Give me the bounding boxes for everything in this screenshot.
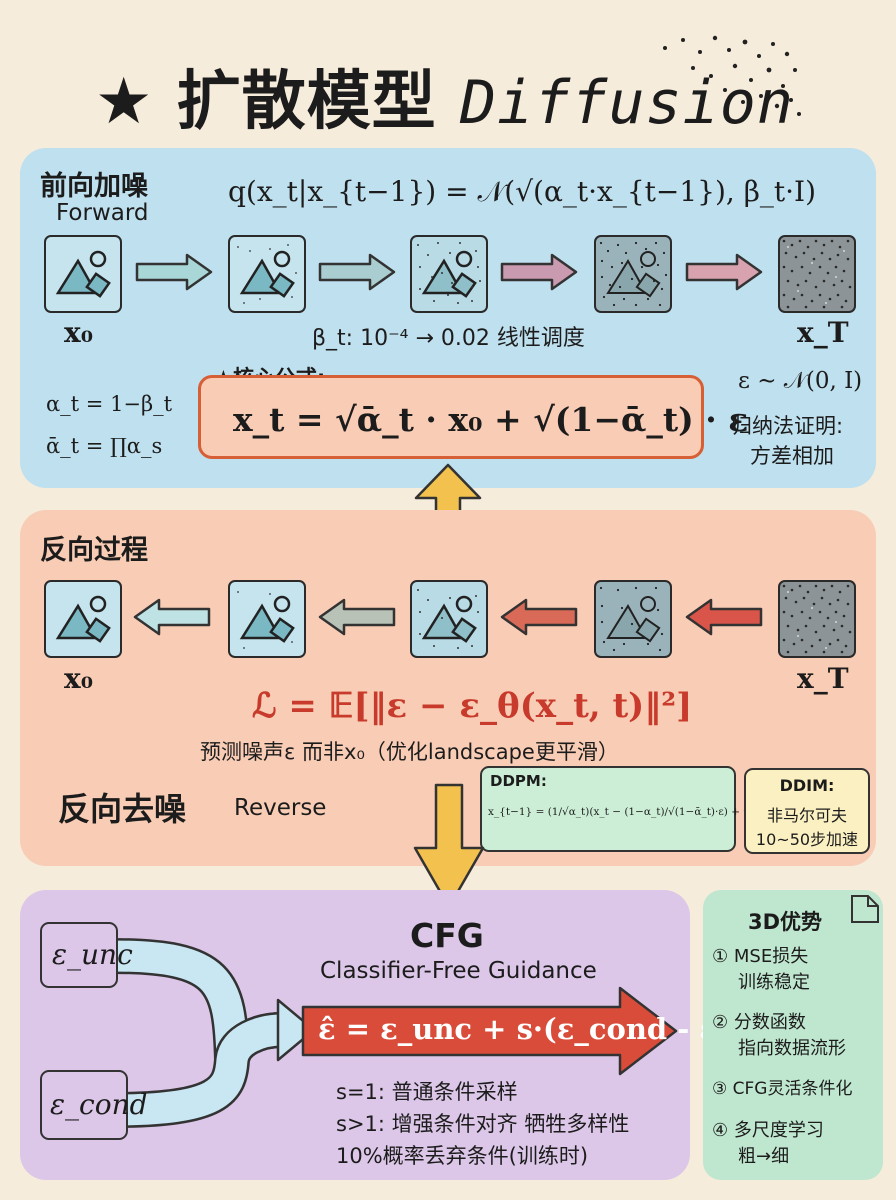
rev-tile-noise2: [410, 580, 488, 658]
down-arrow-icon: [413, 783, 485, 909]
forward-heading: 前向加噪: [40, 171, 148, 202]
ddpm-formula: x_{t−1} = (1/√α_t)(x_t − (1−α_t)/√(1−ᾱ_t…: [488, 806, 775, 818]
rev-tile-x0: [44, 580, 122, 658]
advantage-num-3: ③: [712, 1079, 728, 1099]
label-x0-forward: x₀: [64, 316, 93, 349]
epsilon-distribution: ε ∼ 𝒩(0, I): [738, 368, 863, 394]
advantage-item-3: ③ CFG灵活条件化: [712, 1076, 852, 1102]
ddim-label: DDIM:: [779, 776, 835, 795]
advantage-text-3a: CFG灵活条件化: [732, 1079, 853, 1099]
loss-formula: ℒ = 𝔼[‖ε − ε_θ(x_t, t)‖²]: [252, 686, 693, 726]
advantages-title: 3D优势: [748, 910, 823, 934]
advantage-item-2: ② 分数函数 指向数据流形: [712, 1010, 846, 1062]
advantage-num-2: ②: [712, 1012, 729, 1033]
advantage-text-1a: MSE损失: [733, 946, 809, 967]
image-tile-x0: [44, 235, 122, 313]
ddpm-label: DDPM:: [490, 772, 547, 790]
advantages-panel: [703, 890, 883, 1180]
rev-tile-noise3: [594, 580, 672, 658]
cfg-drop: 10%概率丢弃条件(训练时): [336, 1144, 589, 1168]
title-cn: 扩散模型: [176, 65, 437, 139]
ddpm-box: DDPM: x_{t−1} = (1/√α_t)(x_t − (1−α_t)/√…: [480, 766, 774, 852]
variance-add: 方差相加: [750, 444, 834, 468]
advantage-num-1: ①: [712, 946, 729, 967]
merge-arrow-icon: [111, 938, 316, 1128]
cfg-big-arrow: [301, 986, 678, 1076]
image-tile-noise1: [228, 235, 306, 313]
cfg-s2: s>1: 增强条件对齐 牺牲多样性: [336, 1112, 630, 1136]
predict-noise-note: 预测噪声ε 而非x₀（优化landscape更平滑）: [200, 740, 619, 764]
reverse-title-cn: 反向去噪: [58, 790, 187, 828]
advantage-num-4: ④: [712, 1120, 729, 1141]
ddim-box: DDIM: 非马尔可夫 10~50步加速: [744, 768, 870, 854]
cfg-s1: s=1: 普通条件采样: [336, 1080, 518, 1104]
advantage-item-4: ④ 多尺度学习 粗→细: [712, 1118, 824, 1170]
advantage-text-1b: 训练稳定: [738, 972, 810, 993]
label-xT-forward: x_T: [797, 316, 849, 349]
cfg-title: CFG: [410, 916, 484, 955]
cfg-subtitle: Classifier-Free Guidance: [320, 958, 597, 984]
forward-arrow-1: [135, 253, 213, 291]
page-corner-icon: [851, 895, 879, 923]
eps-unc-label: ε_unc: [52, 938, 133, 971]
advantage-text-2a: 分数函数: [733, 1012, 806, 1033]
advantage-text-4a: 多尺度学习: [733, 1120, 824, 1141]
ddim-line1: 非马尔可夫: [766, 806, 847, 825]
label-x0-reverse: x₀: [64, 662, 93, 695]
eps-cond-label: ε_cond: [50, 1088, 148, 1121]
advantage-text-2b: 指向数据流形: [738, 1038, 846, 1059]
reverse-arrow-4: [685, 598, 763, 636]
rev-tile-noise-full: [778, 580, 856, 658]
reverse-heading: 反向过程: [40, 535, 148, 566]
advantage-text-4b: 粗→细: [738, 1146, 790, 1167]
core-formula: x_t = √ᾱ_t · x₀ + √(1−ᾱ_t) · ε: [233, 400, 749, 439]
ddim-line2: 10~50步加速: [755, 830, 859, 849]
forward-arrow-4: [685, 253, 763, 291]
title-en: Diffusion: [459, 68, 795, 138]
advantage-item-1: ① MSE损失 训练稳定: [712, 944, 810, 996]
eps-unc-box: ε_unc: [40, 922, 133, 988]
induction-proof: 归纳法证明:: [731, 414, 844, 438]
forward-subheading: Forward: [56, 200, 149, 226]
forward-arrow-2: [318, 253, 396, 291]
page-title: ★ 扩散模型 Diffusion: [95, 50, 794, 142]
star-icon: ★: [95, 65, 154, 139]
image-tile-noise-full: [778, 235, 856, 313]
rev-tile-noise1: [228, 580, 306, 658]
alpha-definition: α_t = 1−β_t: [46, 392, 173, 416]
image-tile-noise3: [594, 235, 672, 313]
core-formula-box: x_t = √ᾱ_t · x₀ + √(1−ᾱ_t) · ε: [198, 375, 748, 459]
reverse-arrow-2: [318, 598, 396, 636]
reverse-title-en: Reverse: [234, 795, 327, 821]
reverse-arrow-1: [133, 598, 211, 636]
sparkle-dots-icon: [663, 35, 801, 116]
forward-q-formula: q(x_t|x_{t−1}) = 𝒩(√(α_t·x_{t−1}), β_t·I…: [228, 175, 817, 208]
eps-cond-box: ε_cond: [40, 1070, 148, 1140]
image-tile-noise2: [410, 235, 488, 313]
alpha-bar-definition: ᾱ_t = ∏α_s: [46, 434, 163, 458]
reverse-arrow-3: [500, 598, 578, 636]
label-xT-reverse: x_T: [797, 662, 849, 695]
beta-schedule: β_t: 10⁻⁴ → 0.02 线性调度: [312, 326, 585, 351]
forward-arrow-3: [500, 253, 578, 291]
